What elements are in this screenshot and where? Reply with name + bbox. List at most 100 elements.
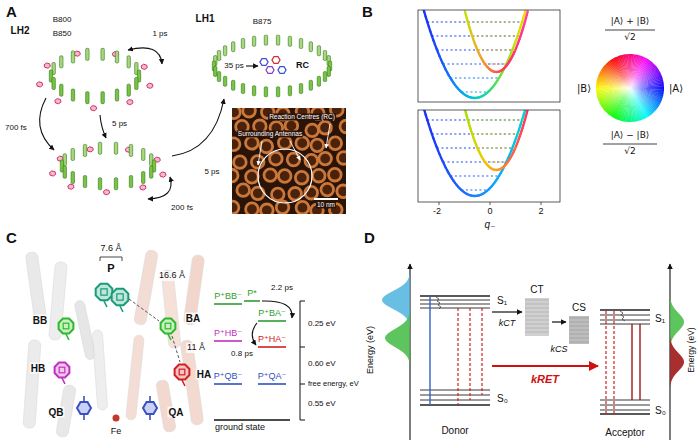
protein-ribbon xyxy=(23,250,205,438)
quinone xyxy=(83,415,85,420)
reaction-centre xyxy=(272,57,280,64)
lh2-ring xyxy=(60,56,63,68)
cofactor-name: QB xyxy=(48,407,65,418)
fraction-bar xyxy=(605,30,655,31)
energy-gap: 0.60 eV xyxy=(308,360,336,369)
lh2-ring xyxy=(83,144,86,156)
charge-separated-band-part xyxy=(569,316,589,344)
complex-name: LH2 xyxy=(11,25,30,36)
lh2-ring xyxy=(103,190,109,195)
rate-arrow xyxy=(492,311,522,312)
lh1-ring xyxy=(276,87,279,97)
axis-tick: -2 xyxy=(433,207,441,217)
reaction-centre xyxy=(260,59,268,66)
potential-plot xyxy=(499,70,502,73)
potential-plot xyxy=(492,70,495,73)
afm-image xyxy=(234,156,247,169)
acceptor-levels-part xyxy=(600,400,650,401)
afm-image xyxy=(246,203,259,214)
acceptor-levels-part xyxy=(600,410,650,411)
bacteriopheophytin xyxy=(55,363,70,378)
charge-separated-band-part xyxy=(569,326,589,327)
bacteriopheophytin xyxy=(179,369,185,375)
state-label: S₀ xyxy=(655,405,666,416)
lh2-ring xyxy=(160,172,166,177)
potential-plot xyxy=(493,70,496,73)
pigment-name: B800 xyxy=(53,16,72,25)
protein-ribbon xyxy=(134,250,159,326)
pigment-name: B875 xyxy=(253,18,272,27)
distance-label: 7.6 Å xyxy=(99,244,122,254)
lh2-ring xyxy=(44,63,50,68)
special-pair xyxy=(96,284,113,301)
time-constant: 5 ps xyxy=(112,120,127,129)
donor-levels-part xyxy=(429,297,430,405)
charge-separated-band-part xyxy=(569,318,589,319)
reaction-centre xyxy=(260,57,286,74)
lh1-ring xyxy=(299,84,302,94)
bacteriopheophytin xyxy=(55,363,70,384)
state-label: √2 xyxy=(624,147,635,157)
acceptor-levels-part xyxy=(600,405,650,406)
distance-label: 11 Å xyxy=(186,343,206,353)
afm-image xyxy=(326,124,330,148)
lh2-ring xyxy=(36,82,42,87)
afm-image xyxy=(296,201,309,214)
rate-arrow xyxy=(492,365,598,367)
lh1-ring xyxy=(223,76,226,86)
potential-plot xyxy=(488,166,491,169)
state-label: P⁺BB⁻ xyxy=(214,292,242,302)
potential-plot xyxy=(450,77,499,78)
cofactor-name: HB xyxy=(30,363,46,374)
lh1-ring xyxy=(231,80,234,90)
rate-arrow xyxy=(552,321,566,322)
spectrum-lobe xyxy=(670,335,684,389)
afm-image xyxy=(306,124,319,137)
energy-scale xyxy=(300,347,305,348)
lh1-ring xyxy=(212,35,331,97)
protein-ribbon xyxy=(183,255,205,326)
acceptor-levels-part xyxy=(620,311,625,321)
potential-plot xyxy=(526,11,529,14)
lh1-ring xyxy=(288,36,291,46)
potential-plot xyxy=(486,66,489,69)
quinone xyxy=(143,396,157,420)
lh2-ring xyxy=(36,48,153,110)
afm-image xyxy=(232,169,238,182)
potential-plot xyxy=(487,165,490,168)
distance-label: 16.6 Å xyxy=(158,271,186,281)
acceptor-levels-part xyxy=(631,324,632,400)
time-constant: 35 ps xyxy=(224,62,244,71)
axis-tick: 0 xyxy=(487,207,492,217)
panel-letter: A xyxy=(6,4,17,21)
energy-level xyxy=(214,340,242,342)
charge-transfer-band-part xyxy=(525,304,549,305)
afm-image xyxy=(232,108,240,119)
bacteriochlorophyll xyxy=(161,319,176,340)
afm-image xyxy=(225,104,352,217)
afm-image xyxy=(232,138,240,151)
potential-plot xyxy=(485,63,508,64)
energy-gap: 0.55 eV xyxy=(308,400,336,409)
lh1-ring xyxy=(317,76,320,86)
lh1-ring xyxy=(217,50,220,60)
bacteriochlorophyll xyxy=(59,319,74,340)
afm-image xyxy=(321,183,334,196)
lh1-ring xyxy=(288,86,291,96)
fraction-bar xyxy=(603,30,657,144)
acceptor-levels-part xyxy=(600,413,650,415)
lh2-ring xyxy=(129,144,132,156)
state-label: S₀ xyxy=(497,393,508,404)
state-label: ground state xyxy=(215,423,265,433)
state-label: S₁ xyxy=(655,313,665,324)
afm-image xyxy=(246,170,259,183)
special-pair xyxy=(104,301,107,307)
lh1-ring xyxy=(276,35,279,45)
cofactor-name: BB xyxy=(32,315,48,326)
quinone xyxy=(143,402,157,414)
fraction-bar xyxy=(603,144,657,145)
potential-plot xyxy=(468,119,525,120)
lh2-ring xyxy=(83,176,86,188)
protein-ribbon xyxy=(92,330,108,411)
lh2-ring xyxy=(86,48,89,60)
